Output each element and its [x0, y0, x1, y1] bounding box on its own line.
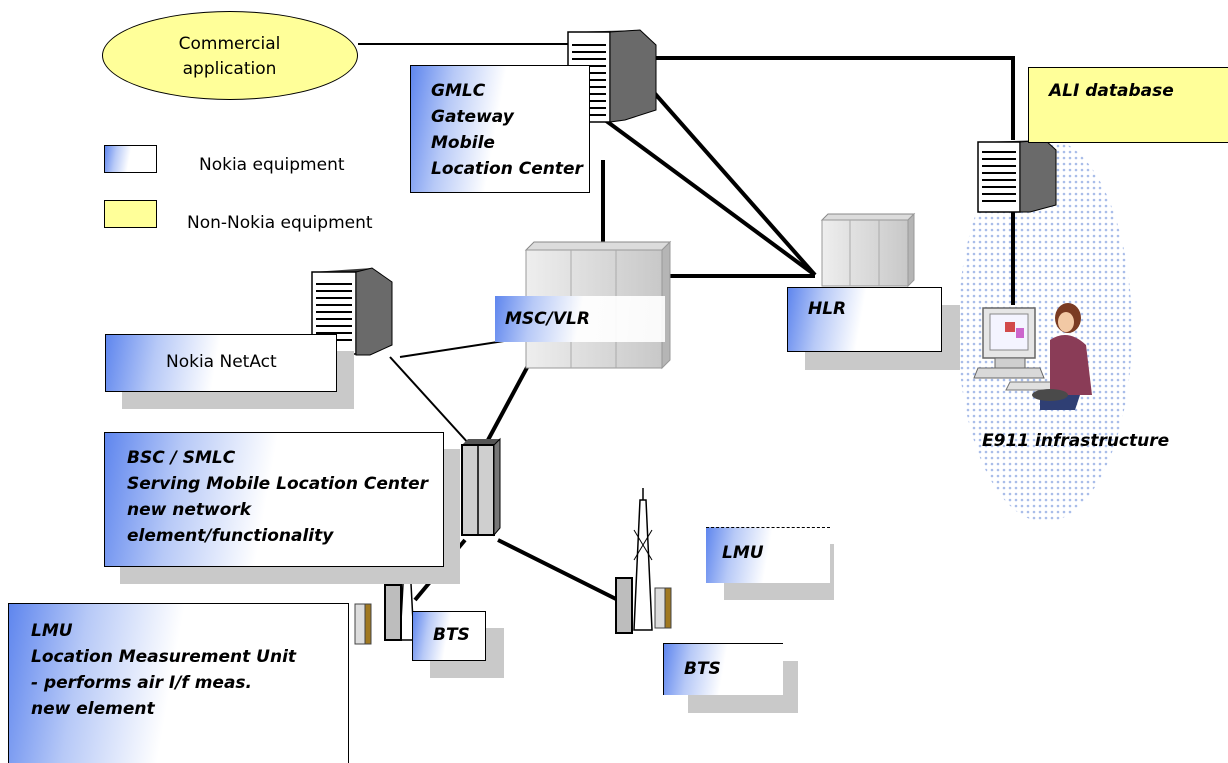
- bts-left-box: BTS: [412, 611, 486, 661]
- legend-nokia-swatch: [104, 145, 157, 173]
- hlr-box: HLR: [787, 287, 942, 352]
- e911-zone: [958, 138, 1132, 522]
- bsc-line-2: Serving Mobile Location Center: [127, 474, 428, 494]
- bts-right-box: BTS: [663, 643, 783, 695]
- bts-right-label: BTS: [684, 659, 721, 679]
- ali-database-box: ALI database: [1028, 67, 1228, 143]
- ali-server: [977, 139, 1057, 213]
- bsc-line-3: new network: [127, 500, 252, 520]
- msc-vlr-box: MSC/VLR: [495, 296, 665, 342]
- gmlc-server: [567, 29, 657, 123]
- bsc-cabinet: [461, 437, 501, 537]
- lmu-line-3: - performs air I/f meas.: [31, 673, 253, 693]
- legend-nokia-label: Nokia equipment: [199, 155, 345, 175]
- commercial-application-label-2: application: [182, 59, 277, 79]
- commercial-application-node: Commercial application: [102, 11, 358, 100]
- e911-label: E911 infrastructure: [982, 431, 1170, 451]
- lmu-line-2: Location Measurement Unit: [31, 647, 297, 667]
- e911-operator: [973, 303, 1092, 410]
- netact-label: Nokia NetAct: [166, 352, 277, 372]
- netact-box: Nokia NetAct: [105, 334, 337, 392]
- legend-non-nokia-label: Non-Nokia equipment: [187, 213, 373, 233]
- gmlc-line-1: GMLC: [431, 81, 486, 101]
- gmlc-line-2: Gateway: [431, 107, 514, 127]
- gmlc-line-4: Location Center: [431, 159, 583, 179]
- msc-vlr-label: MSC/VLR: [505, 309, 590, 329]
- legend-non-nokia-swatch: [104, 200, 157, 228]
- bsc-line-1: BSC / SMLC: [127, 448, 236, 468]
- ali-database-label: ALI database: [1049, 81, 1174, 101]
- hlr-cabinet: [820, 212, 916, 288]
- bts-left-label: BTS: [433, 625, 470, 645]
- lmu-small-box: LMU: [706, 527, 830, 583]
- bsc-line-4: element/functionality: [127, 526, 334, 546]
- gmlc-line-3: Mobile: [431, 133, 495, 153]
- lmu-line-4: new element: [31, 699, 155, 719]
- bts-left-equipment: [354, 555, 415, 645]
- lmu-small-label: LMU: [722, 543, 764, 563]
- lmu-main-box: LMU Location Measurement Unit - performs…: [8, 603, 349, 763]
- hlr-label: HLR: [808, 299, 847, 319]
- bts-right-equipment: [615, 488, 672, 634]
- bsc-smlc-box: BSC / SMLC Serving Mobile Location Cente…: [104, 432, 444, 567]
- lmu-line-1: LMU: [31, 621, 73, 641]
- commercial-application-label-1: Commercial: [178, 34, 281, 54]
- gmlc-box: GMLC Gateway Mobile Location Center: [410, 65, 590, 193]
